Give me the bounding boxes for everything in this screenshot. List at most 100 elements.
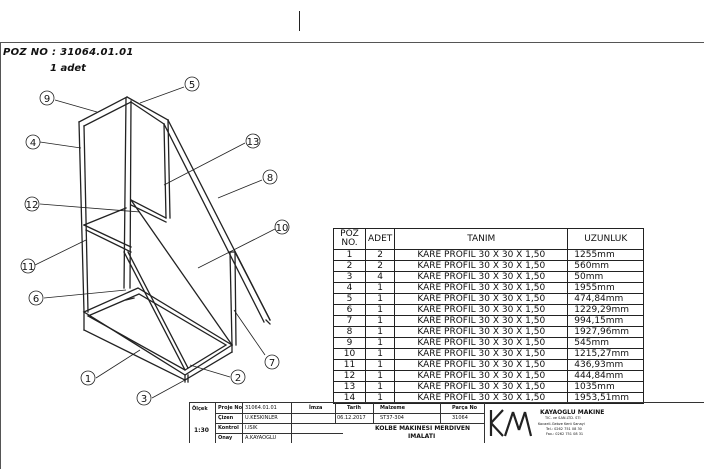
bom-cell-uzunluk: 545mm	[567, 337, 645, 349]
bom-cell-uzunluk: 436,93mm	[567, 359, 645, 371]
bom-cell-tanim: KARE PROFIL 30 X 30 X 1,50	[394, 260, 569, 272]
slope-rail-middle	[130, 199, 233, 346]
post-back-right-inner	[234, 251, 237, 346]
bom-cell-adet: 4	[364, 271, 396, 283]
parca-no-label: Parça No	[452, 405, 478, 411]
post-back-inner	[129, 100, 132, 289]
callout-4: 4	[30, 138, 36, 149]
bom-cell-adet: 1	[364, 337, 396, 349]
title-block: Ölçek 1:30 Proje No 31064.01.01 Çizen U.…	[189, 402, 704, 443]
bom-cell-uzunluk: 1035mm	[567, 381, 645, 393]
bom-cell-adet: 1	[364, 315, 396, 327]
bom-cell-tanim: KARE PROFIL 30 X 30 X 1,50	[394, 304, 569, 316]
bom-cell-adet: 2	[364, 260, 396, 272]
post-middle-inner	[167, 119, 171, 219]
sheet-border-top	[0, 42, 704, 43]
inner-brace	[123, 251, 186, 371]
text-cursor	[299, 11, 300, 31]
company-name: KAYAOGLU MAKINE	[540, 409, 605, 416]
company-subtitle: TIC. ve SAN.LTD. STI	[545, 416, 581, 420]
base-frame-inner	[86, 293, 228, 371]
bom-cell-adet: 1	[364, 381, 396, 393]
callout-8: 8	[267, 173, 273, 184]
bom-cell-adet: 1	[364, 392, 396, 404]
imza-label: İmza	[309, 405, 323, 411]
bom-cell-uzunluk: 1255mm	[567, 249, 645, 261]
bom-header-adet: ADET	[364, 228, 396, 250]
olcek-label: Ölçek	[192, 406, 208, 412]
bom-cell-adet: 1	[364, 282, 396, 294]
scale-value: 1:30	[194, 427, 209, 434]
post-back-right-outer	[229, 251, 233, 346]
bom-header-uzunluk: UZUNLUK	[567, 228, 645, 250]
bom-cell-poz: 1	[333, 249, 366, 261]
post-front-left-inner	[83, 125, 89, 313]
cizen-value: U.KESKINLER	[245, 415, 278, 421]
company-logo-icon	[489, 409, 533, 437]
bom-cell-uzunluk: 1229,29mm	[567, 304, 645, 316]
bom-cell-uzunluk: 1927,96mm	[567, 326, 645, 338]
bom-cell-poz: 4	[333, 282, 366, 294]
malzeme-value: ST37-304	[380, 415, 404, 421]
bom-cell-poz: 7	[333, 315, 366, 327]
bom-cell-tanim: KARE PROFIL 30 X 30 X 1,50	[394, 326, 569, 338]
callout-13: 13	[247, 137, 260, 148]
bom-cell-tanim: KARE PROFIL 30 X 30 X 1,50	[394, 370, 569, 382]
callout-9: 9	[44, 94, 50, 105]
bom-cell-uzunluk: 994,15mm	[567, 315, 645, 327]
sheet-border-left	[0, 42, 1, 469]
bom-header-tanim: TANIM	[394, 228, 569, 250]
bom-cell-tanim: KARE PROFIL 30 X 30 X 1,50	[394, 293, 569, 305]
tarih-label: Tarih	[347, 405, 361, 411]
bom-cell-tanim: KARE PROFIL 30 X 30 X 1,50	[394, 337, 569, 349]
malzeme-label: Malzeme	[380, 405, 405, 411]
bom-cell-poz: 13	[333, 381, 366, 393]
post-front-left-outer	[78, 121, 85, 313]
bom-cell-adet: 1	[364, 304, 396, 316]
mid-rail-left	[83, 224, 132, 248]
bom-cell-poz: 9	[333, 337, 366, 349]
callout-6: 6	[33, 294, 39, 305]
top-rail-right	[126, 96, 169, 121]
callout-7: 7	[269, 358, 275, 369]
bom-cell-poz: 8	[333, 326, 366, 338]
bom-cell-adet: 1	[364, 359, 396, 371]
bom-cell-tanim: KARE PROFIL 30 X 30 X 1,50	[394, 348, 569, 360]
callout-12: 12	[26, 200, 39, 211]
bom-cell-uzunluk: 50mm	[567, 271, 645, 283]
drawing-title-line2: IMALATI	[408, 433, 436, 440]
proje-no-value: 31064.01.01	[245, 405, 277, 411]
kontrol-label: Kontrol	[218, 425, 239, 431]
bom-cell-tanim: KARE PROFIL 30 X 30 X 1,50	[394, 315, 569, 327]
callout-1: 1	[85, 374, 91, 385]
bom-cell-tanim: KARE PROFIL 30 X 30 X 1,50	[394, 249, 569, 261]
proje-no-label: Proje No	[218, 405, 243, 411]
top-rail-left	[78, 96, 128, 123]
company-address: Kocaeli-Gebze Kent Sanayi	[538, 422, 585, 426]
drawing-title-line1: KOLBE MAKINESI MERDIVEN	[375, 425, 470, 432]
kontrol-value: I.ISIK	[245, 425, 258, 431]
bom-cell-poz: 10	[333, 348, 366, 360]
mid-rail-right	[130, 199, 167, 219]
bom-cell-tanim: KARE PROFIL 30 X 30 X 1,50	[394, 359, 569, 371]
bom-cell-uzunluk: 560mm	[567, 260, 645, 272]
company-tel: Tel.: 0262 751 08 30	[546, 427, 582, 431]
bom-cell-adet: 1	[364, 293, 396, 305]
frame-profiles	[78, 96, 271, 383]
base-frame-outer	[82, 287, 234, 376]
bom-cell-poz: 6	[333, 304, 366, 316]
bom-cell-poz: 2	[333, 260, 366, 272]
